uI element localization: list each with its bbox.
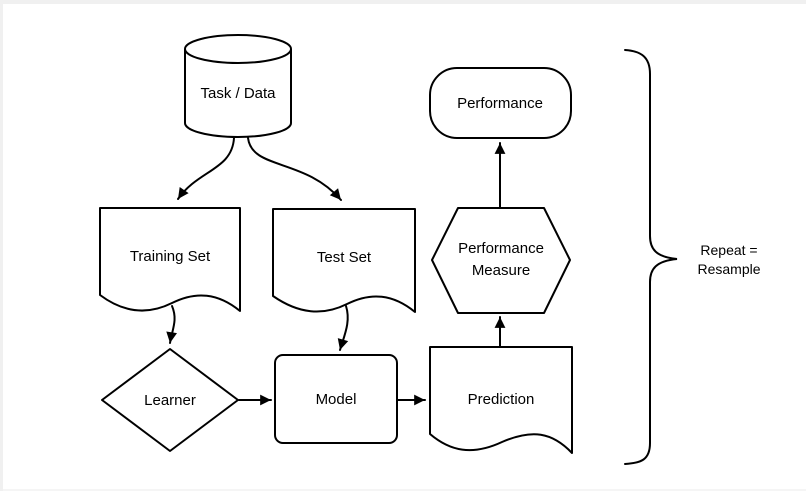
edge-task-to-training-arrow — [177, 137, 235, 200]
repeat-annotation: Repeat = Resample — [697, 242, 760, 277]
node-performance: Performance — [429, 67, 572, 139]
node-training-set: Training Set — [99, 207, 241, 312]
node-learner-label: Learner — [144, 392, 196, 409]
node-prediction: Prediction — [429, 346, 573, 454]
node-performance-measure-label-line1: Performance — [458, 240, 544, 257]
node-performance-measure-label-line2: Measure — [472, 262, 530, 279]
node-prediction-label: Prediction — [468, 391, 535, 408]
node-training-set-label: Training Set — [130, 248, 211, 265]
node-model-label: Model — [316, 391, 357, 408]
node-performance-label: Performance — [457, 95, 543, 112]
node-test-set: Test Set — [272, 208, 416, 313]
repeat-annotation-line1: Repeat = — [700, 242, 757, 258]
node-task-data-label: Task / Data — [200, 85, 276, 102]
node-test-set-label: Test Set — [317, 249, 372, 266]
edge-training-to-learner-arrow — [166, 305, 178, 344]
edge-test-to-model-arrow — [337, 305, 349, 351]
repeat-brace — [624, 49, 678, 465]
node-model: Model — [274, 354, 398, 444]
node-task-data: Task / Data — [184, 34, 292, 138]
repeat-annotation-line2: Resample — [697, 261, 760, 277]
node-learner: Learner — [101, 348, 239, 452]
edge-task-to-test-arrow — [247, 137, 342, 201]
node-performance-measure: Performance Measure — [431, 207, 571, 314]
